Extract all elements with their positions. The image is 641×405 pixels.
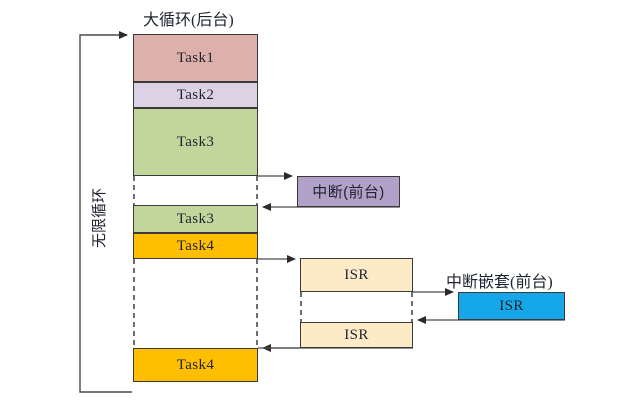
isr-box-first[interactable]: ISR <box>300 258 413 292</box>
interrupt-box[interactable]: 中断(前台) <box>297 176 400 207</box>
task3-block[interactable]: Task3 <box>133 108 258 176</box>
task3-resume-block[interactable]: Task3 <box>133 205 258 233</box>
isr-nested-box[interactable]: ISR <box>458 292 565 320</box>
task4-block[interactable]: Task4 <box>133 233 258 259</box>
isr-connectors <box>258 255 413 352</box>
nested-isr-connectors <box>413 288 565 324</box>
title-background-loop: 大循环(后台) <box>143 12 234 29</box>
task4-resume-block[interactable]: Task4 <box>133 348 258 382</box>
task2-block[interactable]: Task2 <box>133 82 258 108</box>
infinite-loop-bracket <box>79 31 132 393</box>
interrupt-connectors <box>258 172 400 211</box>
isr-box-resume[interactable]: ISR <box>300 322 413 348</box>
title-nested-interrupt: 中断嵌套(前台) <box>446 274 553 291</box>
dashed-guides <box>133 176 413 348</box>
infinite-loop-label: 无限循环 <box>92 187 108 248</box>
task1-block[interactable]: Task1 <box>133 34 258 82</box>
